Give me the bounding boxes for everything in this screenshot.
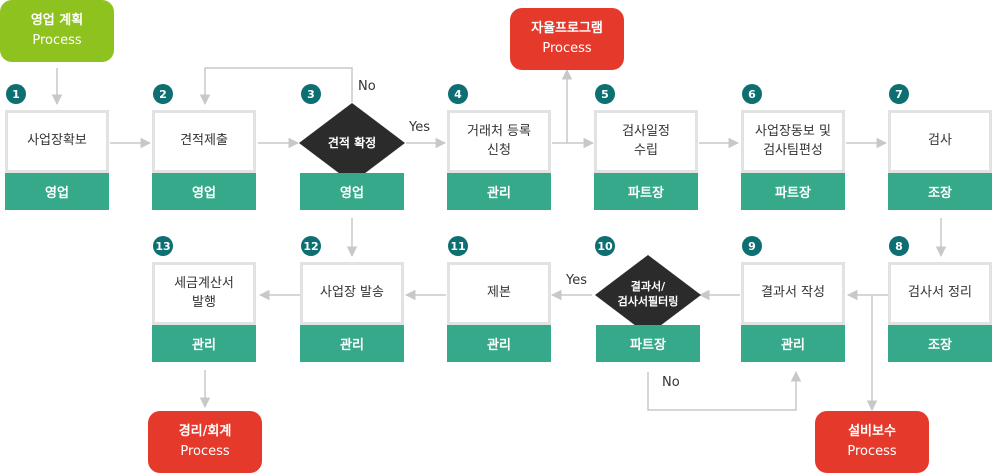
step-9-task: 결과서 작성 <box>741 262 845 325</box>
step-6-role: 파트장 <box>741 173 845 210</box>
step-9: 결과서 작성 관리 <box>741 262 845 362</box>
step-6: 사업장동보 및 검사팀편성 파트장 <box>741 110 845 210</box>
step-3-role: 영업 <box>300 173 404 210</box>
process-self-program-sub: Process <box>542 41 592 56</box>
process-accounting-title: 경리/회계 <box>178 423 232 439</box>
step-5-role: 파트장 <box>594 173 698 210</box>
step-7-badge: 7 <box>889 84 909 104</box>
step-6-badge: 6 <box>742 84 762 104</box>
process-maintenance-title: 설비보수 <box>848 423 896 439</box>
step-11-badge: 11 <box>448 236 468 256</box>
step-10-badge: 10 <box>595 236 615 256</box>
step-5: 검사일정 수립 파트장 <box>594 110 698 210</box>
step-1-task: 사업장확보 <box>5 110 109 173</box>
step-8-role: 조장 <box>888 325 992 362</box>
step-13-role: 관리 <box>152 325 256 362</box>
step-3-badge: 3 <box>301 84 321 104</box>
process-sales-plan: 영업 계획 Process <box>0 0 114 62</box>
step-7: 검사 조장 <box>888 110 992 210</box>
step-6-task: 사업장동보 및 검사팀편성 <box>741 110 845 173</box>
step-5-badge: 5 <box>595 84 615 104</box>
step-11-task: 제본 <box>447 262 551 325</box>
step-12-badge: 12 <box>301 236 321 256</box>
step-9-badge: 9 <box>742 236 762 256</box>
decision-10-yes-label: Yes <box>566 273 587 288</box>
decision-3-no-label: No <box>358 79 376 94</box>
step-7-role: 조장 <box>888 173 992 210</box>
step-4-badge: 4 <box>448 84 468 104</box>
step-10-role: 파트장 <box>596 325 700 362</box>
step-4: 거래처 등록 신청 관리 <box>447 110 551 210</box>
step-8-task: 검사서 정리 <box>888 262 992 325</box>
step-1: 사업장확보 영업 <box>5 110 109 210</box>
step-13-task: 세금계산서 발행 <box>152 262 256 325</box>
step-1-badge: 1 <box>6 84 26 104</box>
process-accounting-sub: Process <box>180 444 230 459</box>
process-sales-plan-title: 영업 계획 <box>30 12 84 28</box>
decision-3-yes-label: Yes <box>409 120 430 135</box>
step-5-task: 검사일정 수립 <box>594 110 698 173</box>
step-2-task: 견적제출 <box>152 110 256 173</box>
process-self-program-title: 자율프로그램 <box>531 20 603 36</box>
step-8-badge: 8 <box>889 236 909 256</box>
step-11: 제본 관리 <box>447 262 551 362</box>
step-9-role: 관리 <box>741 325 845 362</box>
step-12: 사업장 발송 관리 <box>300 262 404 362</box>
decision-diamond-3 <box>299 103 405 183</box>
process-maintenance-sub: Process <box>847 444 897 459</box>
step-4-role: 관리 <box>447 173 551 210</box>
arrow-10-no-to-9 <box>647 370 802 411</box>
step-2: 견적제출 영업 <box>152 110 256 210</box>
step-10-task: 결과서/ 검사서필터링 <box>617 280 679 308</box>
step-2-badge: 2 <box>153 84 173 104</box>
step-2-role: 영업 <box>152 173 256 210</box>
step-11-role: 관리 <box>447 325 551 362</box>
step-8: 검사서 정리 조장 <box>888 262 992 362</box>
step-12-role: 관리 <box>300 325 404 362</box>
step-4-task: 거래처 등록 신청 <box>447 110 551 173</box>
step-12-task: 사업장 발송 <box>300 262 404 325</box>
decision-diamond-10 <box>595 255 701 335</box>
step-13-badge: 13 <box>153 236 173 256</box>
process-sales-plan-sub: Process <box>32 33 82 48</box>
process-maintenance: 설비보수 Process <box>815 411 929 473</box>
step-3-task: 견적 확정 <box>327 135 377 150</box>
decision-10-no-label: No <box>662 375 680 390</box>
step-1-role: 영업 <box>5 173 109 210</box>
step-13: 세금계산서 발행 관리 <box>152 262 256 362</box>
process-accounting: 경리/회계 Process <box>148 411 262 473</box>
process-self-program: 자율프로그램 Process <box>510 8 624 70</box>
arrow-3-no-to-2 <box>199 67 353 106</box>
step-7-task: 검사 <box>888 110 992 173</box>
